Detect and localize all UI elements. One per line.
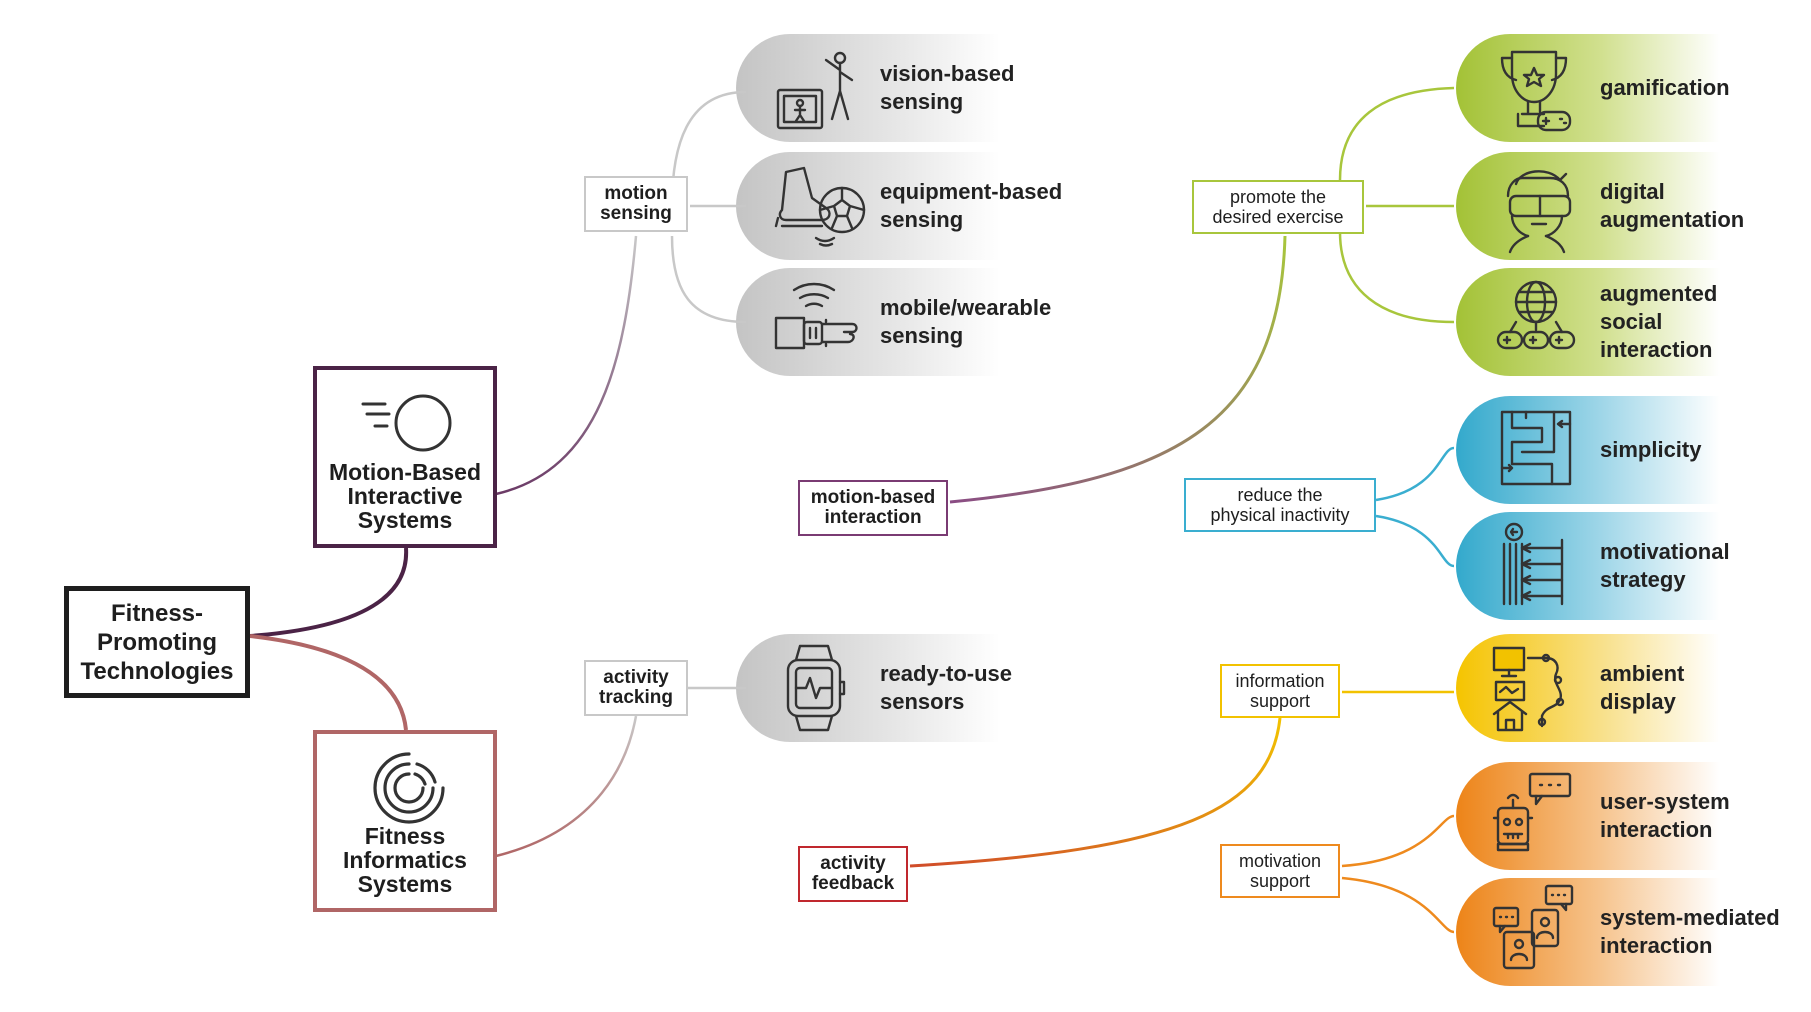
pill-ambient-display[interactable]: ambient display [1586,634,1684,742]
motion-sensing-label[interactable]: motion sensing [584,176,688,232]
activity-feedback-label[interactable]: activity feedback [798,846,908,902]
reduce-inactivity-text: reduce the physical inactivity [1210,485,1350,525]
pill-label: vision-based sensing [880,61,1015,114]
pill-label: mobile/wearable sensing [880,295,1052,348]
branch-connectors [249,547,409,731]
leaf-connectors [495,86,1455,934]
pill-label: ambient display [1600,661,1685,714]
pill-label: ready-to-use sensors [880,661,1013,714]
promote-exercise-label[interactable]: promote the desired exercise [1192,180,1364,234]
pill-label: equipment-based sensing [880,179,1063,232]
pill-label: system-mediated interaction [1600,905,1780,958]
motion-based-interaction-text: motion-based interaction [810,487,936,528]
pill-label: motivational strategy [1600,539,1730,592]
equipment-sensing-icon [774,166,866,247]
activity-tracking-label[interactable]: activity tracking [584,660,688,716]
strategy-arrows-icon [1502,522,1564,606]
information-support-label[interactable]: information support [1220,664,1340,718]
pill-user-system-interaction[interactable]: user-system interaction [1586,762,1730,870]
reduce-inactivity-label[interactable]: reduce the physical inactivity [1184,478,1376,532]
pill-label: user-system interaction [1600,789,1730,842]
ambient-display-icon [1492,646,1565,732]
motivation-support-text: motivation support [1238,851,1322,891]
activity-feedback-text: activity feedback [811,853,895,894]
information-support-text: information support [1235,671,1325,711]
root-label: Fitness- Promoting Technologies [80,599,234,685]
globe-gamepad-icon [1496,280,1576,350]
fitness-informatics-node[interactable]: Fitness Informatics Systems [313,730,497,912]
pill-mobile-wearable-sensing[interactable]: mobile/wearable sensing [866,268,1051,376]
smartwatch-icon [786,644,846,732]
root-node[interactable]: Fitness- Promoting Technologies [64,586,250,698]
promote-exercise-text: promote the desired exercise [1212,187,1344,227]
vr-headset-icon [1506,170,1572,254]
wearable-sensing-icon [774,282,858,350]
pill-gamification[interactable]: gamification [1586,34,1730,142]
fitness-informatics-label: Fitness Informatics Systems [343,823,467,897]
pill-augmented-social-interaction[interactable]: augmented social interaction [1586,268,1717,376]
pill-motivational-strategy[interactable]: motivational strategy [1586,512,1730,620]
pill-label: gamification [1600,75,1730,100]
activity-tracking-text: activity tracking [599,667,673,708]
pill-vision-based-sensing[interactable]: vision-based sensing [866,34,1014,142]
pill-system-mediated-interaction[interactable]: system-mediated interaction [1586,878,1780,986]
motion-based-systems-node[interactable]: Motion-Based Interactive Systems [313,366,497,548]
maze-icon [1500,410,1572,486]
robot-chat-icon [1492,772,1572,852]
concentric-arcs-icon [373,752,445,824]
motivation-support-label[interactable]: motivation support [1220,844,1340,898]
motion-circle-icon [361,394,452,452]
pill-ready-to-use-sensors[interactable]: ready-to-use sensors [866,634,1012,742]
pill-label: digital augmentation [1600,179,1745,232]
pill-simplicity[interactable]: simplicity [1586,396,1701,504]
motion-sensing-text: motion sensing [600,183,672,224]
motion-based-interaction-label[interactable]: motion-based interaction [798,480,948,536]
motion-based-systems-label: Motion-Based Interactive Systems [328,459,482,533]
pill-label: augmented social interaction [1600,281,1718,362]
phone-chat-icon [1492,884,1574,970]
trophy-icon [1500,50,1572,132]
pill-equipment-based-sensing[interactable]: equipment-based sensing [866,152,1062,260]
pill-backgrounds [736,34,1720,986]
vision-sensing-icon [776,51,854,130]
pill-label: simplicity [1600,437,1702,462]
pill-digital-augmentation[interactable]: digital augmentation [1586,152,1744,260]
